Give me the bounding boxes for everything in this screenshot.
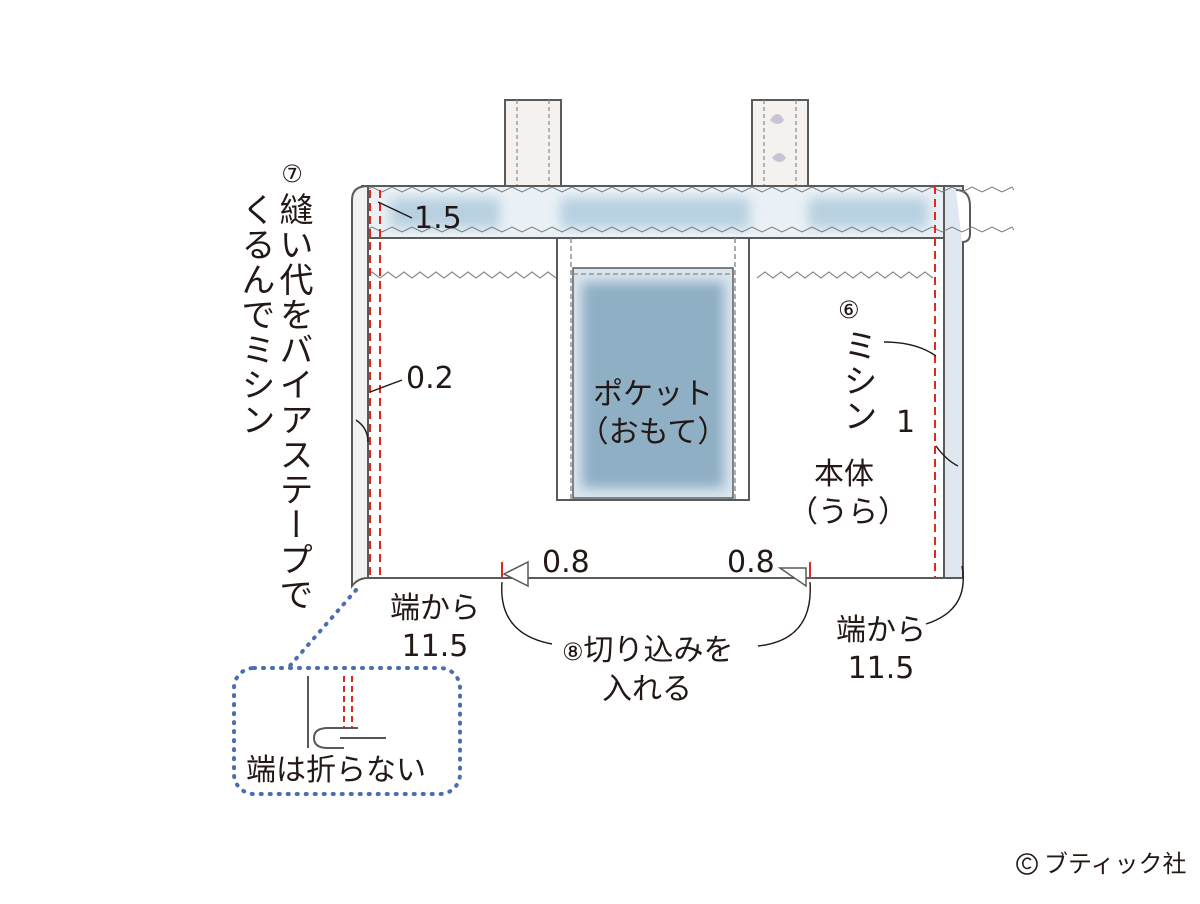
seam-allowance-1: 1 [896,405,916,440]
step8-line2: 入れる [602,672,692,707]
notch-position-left: 端から 11.5 [380,590,490,666]
step6-instruction: ミシン [837,328,877,433]
detail-callout [232,588,462,796]
pocket-label-line2: （おもて） [578,415,728,450]
notch-position-left-line2: 11.5 [401,629,469,664]
step8-text-line1: 切り込みを [583,633,734,668]
body-label-line2: （うら） [788,495,908,530]
notch-arrow-right [777,567,807,588]
notch-depth-right: 0.8 [727,545,775,580]
pocket [556,237,750,501]
step8-line1: ⑧切り込みを [562,632,734,671]
pocket-label-line1: ポケット [593,377,713,412]
leader-lines [355,201,964,647]
copyright-icon [1016,853,1038,875]
body-label: 本体 （うら） [788,456,908,532]
notch-depth-left: 0.8 [542,545,590,580]
step7-instruction-col1: 縫い代をバイアステープで [273,192,313,612]
step7-number: ⑦ [278,160,306,189]
seam-allowance-1-5: 1.5 [414,201,462,236]
top-facing-band [361,185,1015,239]
notch-position-right-line1: 端から [836,613,926,648]
seam-allowance-0-2: 0.2 [406,361,454,396]
right-side-strip [942,185,971,579]
stitch-lines [369,186,936,578]
left-side-fold [351,184,369,589]
notch-position-right-line2: 11.5 [847,651,915,686]
pinked-edge [363,271,934,279]
notch-arrow-left [502,560,529,588]
step6-number: ⑥ [838,296,860,324]
step7-instruction-col2: くるんでミシン [235,192,275,437]
copyright-text: ブティック社 [1044,850,1187,878]
pocket-label: ポケット （おもて） [573,376,733,452]
body-label-line1: 本体 [814,457,874,492]
step8-instruction: ⑧切り込みを 入れる [562,632,734,709]
step8-number: ⑧ [562,638,584,666]
detail-caption: 端は折らない [246,753,426,788]
notch-position-right: 端から 11.5 [826,612,936,688]
notch-position-left-line1: 端から [390,591,480,626]
